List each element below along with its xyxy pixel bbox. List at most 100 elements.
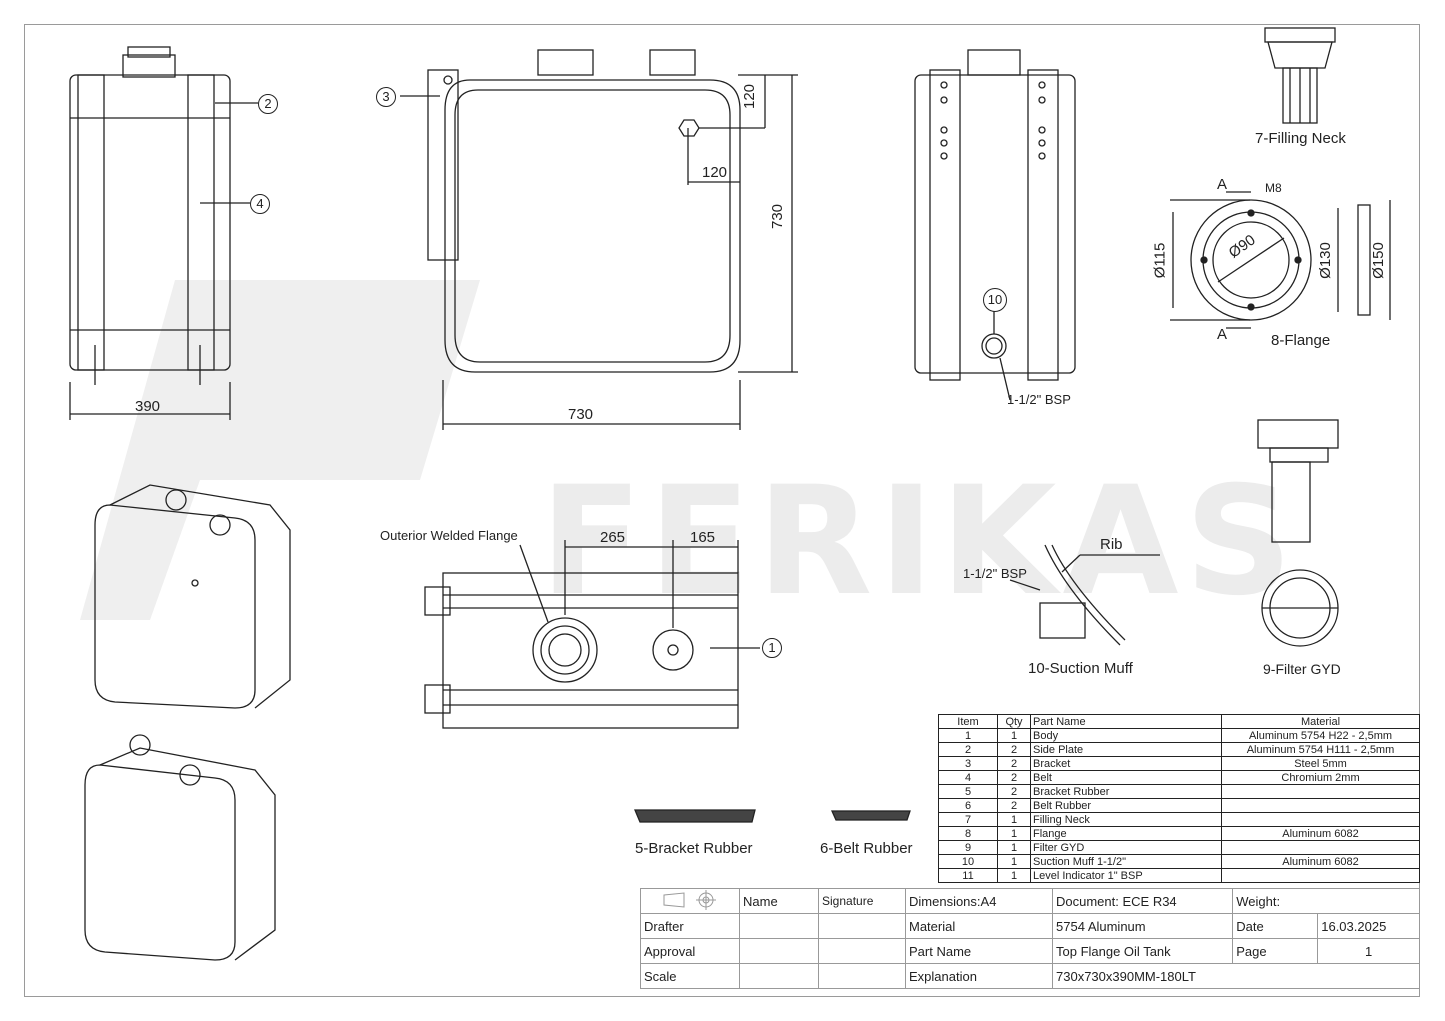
bom-cell: 10 xyxy=(938,854,998,869)
bom-cell: Level Indicator 1" BSP xyxy=(1030,868,1222,883)
dim-front-height: 730 xyxy=(769,203,787,230)
bom-cell: Steel 5mm xyxy=(1221,756,1420,771)
bom-cell: 6 xyxy=(938,798,998,813)
bom-cell: 5 xyxy=(938,784,998,799)
bom-cell: 7 xyxy=(938,812,998,827)
tb-empty xyxy=(818,938,906,964)
tb-explanation-value: 730x730x390MM-180LT xyxy=(1052,963,1420,989)
bom-cell xyxy=(1221,868,1420,883)
dim-flange-115: Ø115 xyxy=(1151,242,1169,279)
dim-flange-bolt: M8 xyxy=(1265,181,1282,195)
bom-cell: Body xyxy=(1030,728,1222,743)
bom-cell: Suction Muff 1-1/2" xyxy=(1030,854,1222,869)
company-watermark: FERIKAS xyxy=(540,455,1299,629)
bom-cell: Belt xyxy=(1030,770,1222,785)
label-suction-bsp: 1-1/2" BSP xyxy=(1007,392,1071,407)
tb-name: Name xyxy=(739,888,819,914)
tb-material-value: 5754 Aluminum xyxy=(1051,913,1234,939)
dim-top-a: 265 xyxy=(600,529,626,546)
label-filling-neck: 7-Filling Neck xyxy=(1255,130,1346,147)
label-belt-rubber: 6-Belt Rubber xyxy=(820,840,913,857)
bom-cell xyxy=(1221,798,1420,813)
bracket-rubber-profile xyxy=(634,809,756,823)
bom-cell xyxy=(1221,840,1420,855)
tb-scale: Scale xyxy=(640,963,740,989)
bom-cell: 2 xyxy=(997,798,1031,813)
projection-symbol-cell xyxy=(640,888,740,914)
bom-cell: Flange xyxy=(1030,826,1222,841)
bom-cell: 4 xyxy=(938,770,998,785)
callout-10: 10 xyxy=(983,288,1007,312)
tb-explanation-label: Explanation xyxy=(905,963,1053,989)
iso-view-top xyxy=(94,484,291,709)
bom-cell: 1 xyxy=(997,826,1031,841)
bom-cell: 1 xyxy=(997,812,1031,827)
bom-cell: 8 xyxy=(938,826,998,841)
tb-empty xyxy=(739,938,819,964)
dim-side-width: 390 xyxy=(135,398,161,415)
belt-rubber-profile xyxy=(830,810,911,821)
label-flange: 8-Flange xyxy=(1271,332,1331,349)
bom-cell xyxy=(1221,812,1420,827)
tb-material-label: Material xyxy=(905,913,1053,939)
bom-cell: 1 xyxy=(997,728,1031,743)
drawing-frame xyxy=(24,24,1420,997)
bom-cell: Side Plate xyxy=(1030,742,1222,757)
label-filter: 9-Filter GYD xyxy=(1263,661,1341,677)
flange-detail xyxy=(1170,191,1391,329)
bom-cell: 2 xyxy=(938,742,998,757)
callout-3: 3 xyxy=(376,87,396,107)
callout-1: 1 xyxy=(762,638,782,658)
filter-detail xyxy=(1257,419,1339,647)
callout-2: 2 xyxy=(258,94,278,114)
bom-cell: 1 xyxy=(997,868,1031,883)
section-mark-a-bottom: A xyxy=(1217,326,1228,343)
bom-cell: 1 xyxy=(997,840,1031,855)
title-block: Name Signature Dimensions:A4 Document: E… xyxy=(640,888,1420,989)
bom-cell: 11 xyxy=(938,868,998,883)
bom-cell: Bracket Rubber xyxy=(1030,784,1222,799)
tb-part-name-value: Top Flange Oil Tank xyxy=(1051,938,1234,964)
bom-cell: 2 xyxy=(997,756,1031,771)
tb-weight: Weight: xyxy=(1232,888,1420,914)
bom-cell: Filter GYD xyxy=(1030,840,1222,855)
tb-dimensions: Dimensions:A4 xyxy=(905,888,1053,914)
tb-date-value: 16.03.2025 xyxy=(1317,913,1420,939)
top-view xyxy=(424,540,760,729)
side-view xyxy=(69,46,258,420)
bom-col-qty: Qty xyxy=(997,714,1031,729)
bom-header: Item Qty Part Name Material xyxy=(938,714,1420,729)
suction-muff-detail xyxy=(1009,544,1160,646)
right-side-view xyxy=(914,49,1076,401)
tb-page-label: Page xyxy=(1232,938,1319,964)
bom-cell: Aluminum 6082 xyxy=(1221,826,1420,841)
tb-signature: Signature xyxy=(818,888,906,914)
bom-cell: Aluminum 6082 xyxy=(1221,854,1420,869)
bom-cell: Chromium 2mm xyxy=(1221,770,1420,785)
bom-cell: 1 xyxy=(997,854,1031,869)
dim-flange-130: Ø130 xyxy=(1316,242,1334,279)
dim-top-b: 165 xyxy=(690,529,716,546)
dim-level-height: 120 xyxy=(741,83,759,110)
tb-empty xyxy=(739,963,819,989)
tb-empty xyxy=(818,913,906,939)
bom-col-material: Material xyxy=(1221,714,1420,729)
dim-flange-150: Ø150 xyxy=(1369,242,1387,279)
iso-view-bottom xyxy=(84,734,276,961)
tb-date-label: Date xyxy=(1232,913,1319,939)
bracket-holes xyxy=(940,81,1046,160)
label-bracket-rubber: 5-Bracket Rubber xyxy=(635,840,753,857)
tb-empty xyxy=(818,963,906,989)
label-muff-bsp: 1-1/2" BSP xyxy=(963,566,1027,581)
callout-4: 4 xyxy=(250,194,270,214)
tb-document: Document: ECE R34 xyxy=(1051,888,1234,914)
dim-level-offset: 120 xyxy=(702,164,728,181)
